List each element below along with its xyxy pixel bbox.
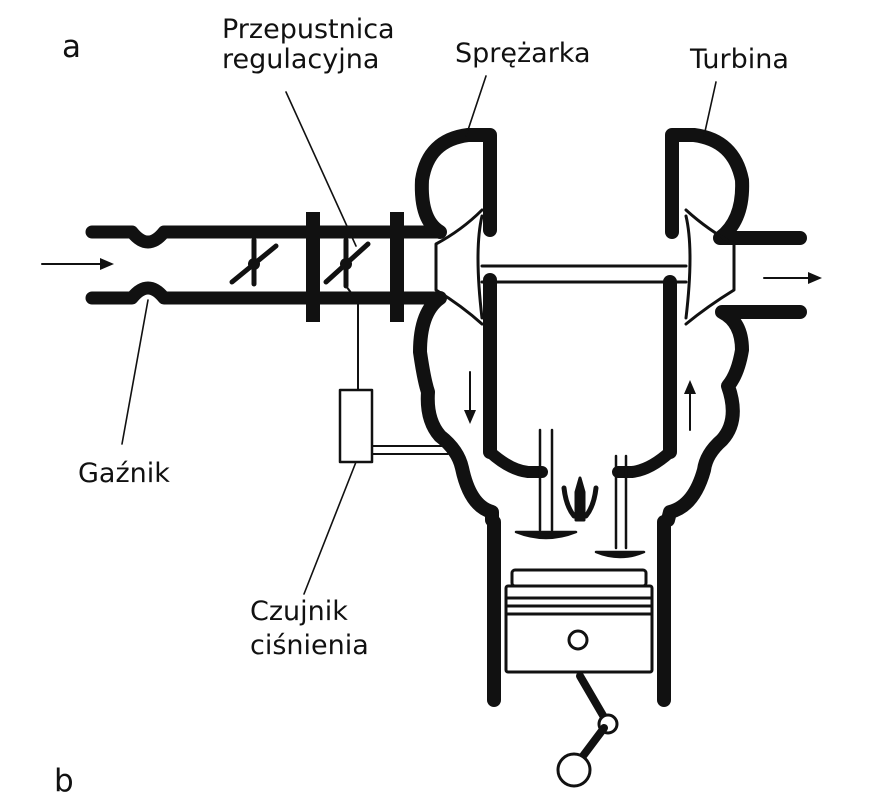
pipe-flange-1 xyxy=(306,212,320,322)
compressor-housing-outer xyxy=(414,128,497,239)
turbine-label: Turbina xyxy=(690,44,789,75)
pipe-flange-2 xyxy=(390,212,404,322)
exhaust-arrow-head xyxy=(808,272,822,284)
compressor-label: Sprężarka xyxy=(455,38,591,69)
intake-pipe-top-wall xyxy=(85,225,447,249)
throttle-leader xyxy=(285,91,357,247)
throttle-linkage xyxy=(345,285,359,391)
sensor-leader xyxy=(303,461,357,595)
intake-pipe-bottom-wall xyxy=(85,281,447,305)
crankshaft xyxy=(556,752,592,788)
carburetor-leader xyxy=(121,299,149,445)
panel-label-b: b xyxy=(54,763,74,799)
compressor-housing-lower xyxy=(413,291,499,527)
carburetor-label: Gaźnik xyxy=(78,458,170,489)
compressed-air-arrow-head xyxy=(464,410,476,424)
pressure-sensor-label-line2: ciśnienia xyxy=(250,630,369,661)
throttle-label-line2: regulacyjna xyxy=(222,44,380,75)
turbine-housing-outer xyxy=(665,128,807,245)
compressor-impeller xyxy=(434,208,484,326)
turbine-housing-lower xyxy=(661,305,807,527)
crank-arm xyxy=(576,724,608,764)
throttle-label-line1: Przepustnica xyxy=(222,14,395,45)
pressure-sensor xyxy=(338,388,374,464)
piston-crown xyxy=(510,568,648,588)
exhaust-gas-arrow-head xyxy=(684,380,696,394)
piston-pin xyxy=(567,629,589,651)
turbine-leader xyxy=(703,81,717,137)
spark-plug xyxy=(574,476,586,522)
turbine-impeller xyxy=(684,208,736,326)
intake-valve-head xyxy=(514,530,578,540)
compressor-leader xyxy=(465,75,487,137)
panel-label-a: a xyxy=(62,29,81,65)
pressure-sensor-label-line1: Czujnik xyxy=(250,596,348,627)
intake-arrow-head xyxy=(100,258,114,270)
exhaust-valve-head xyxy=(594,550,646,559)
